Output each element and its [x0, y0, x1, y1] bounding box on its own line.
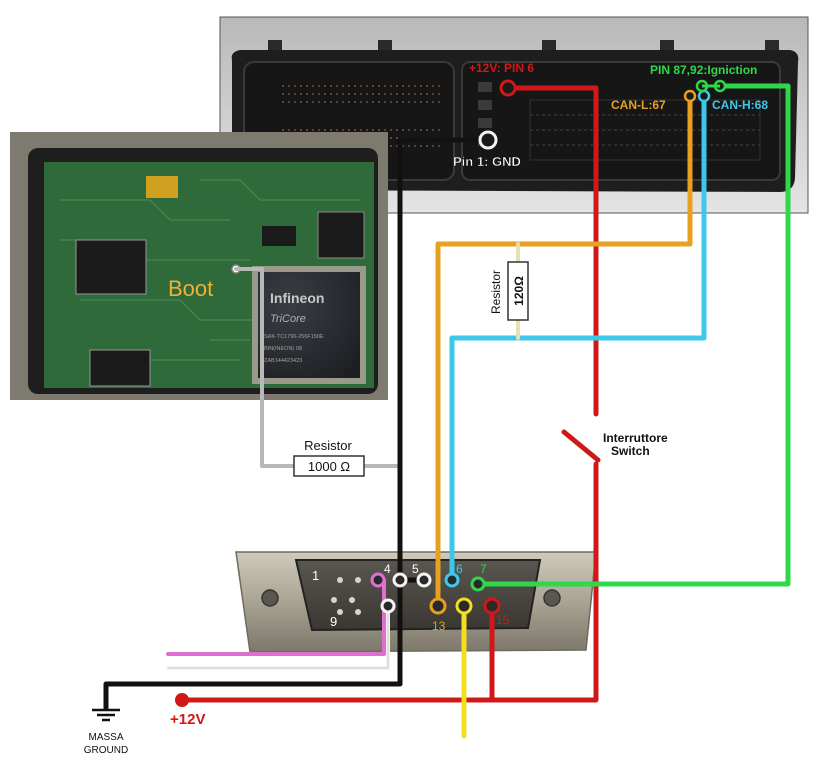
- ecu-pin1-marker: [478, 130, 498, 150]
- ecu-pin67-marker: [683, 89, 697, 103]
- ground-label-en: GROUND: [84, 745, 128, 756]
- switch-label-en: Switch: [611, 444, 650, 458]
- dsub-pin6-marker: [444, 572, 460, 588]
- chip-brand-text: Infineon: [270, 290, 324, 306]
- ecu-gnd-label: Pin 1: GND: [453, 154, 521, 169]
- dsub-pin5-marker: [416, 572, 432, 588]
- dsub-pin3-marker: [370, 572, 386, 588]
- pcb-chip-3: [317, 211, 365, 259]
- dsub-label-7: 7: [480, 562, 487, 576]
- ground-symbol-icon: [92, 708, 120, 722]
- boot-label: Boot: [168, 276, 213, 301]
- dsub-label-4: 4: [384, 562, 391, 576]
- pcb-chip-2: [89, 349, 151, 387]
- dsub-pin14-marker: [455, 597, 473, 615]
- plus12v-label: +12V: [170, 711, 205, 728]
- pcb-photo: Infineon TriCore SAK-TC1796-256F150E BIN…: [10, 132, 388, 400]
- pcb-small-chip: [262, 226, 296, 246]
- dsub-pin-markers: [370, 572, 501, 615]
- dsub-pin11-marker: [380, 598, 396, 614]
- resistor-1000: 1000 Ω Resistor: [293, 438, 365, 477]
- dsub-label-9: 9: [330, 614, 337, 629]
- resistor-1000-label: Resistor: [304, 438, 352, 453]
- infineon-tricore-chip: Infineon TriCore SAK-TC1796-256F150E BIN…: [252, 266, 366, 384]
- resistor-120: 120Ω Resistor: [489, 261, 529, 321]
- ecu-pin6-marker: [499, 79, 517, 97]
- ecu-pin68-marker: [697, 89, 711, 103]
- wire-12v-red-lower: [179, 461, 599, 703]
- dsub-label-6: 6: [456, 562, 463, 576]
- ecu-pin-markers: [478, 79, 727, 150]
- dsub-pin4-marker: [392, 572, 408, 588]
- wire-can-l-orange: [435, 93, 693, 607]
- resistor-1000-value: 1000 Ω: [308, 459, 351, 474]
- ground-label-it: MASSA: [88, 732, 123, 743]
- dsub-label-1: 1: [312, 568, 319, 583]
- dsub-label-5: 5: [412, 562, 419, 576]
- switch-label-it: Interruttore: [603, 431, 668, 445]
- wire-ignition-green: [475, 83, 791, 587]
- dsub-pin13-marker: [429, 597, 447, 615]
- ecu-can-l-label: CAN-L:67: [611, 98, 666, 112]
- chip-line-2: BIN(INEON) 08: [264, 346, 302, 352]
- ecu-12v-label: +12V: PIN 6: [469, 61, 534, 75]
- wire-can-h-cyan: [449, 93, 707, 583]
- wire-12v-red: [505, 85, 599, 417]
- chip-line-3: ZAB144423423: [264, 358, 302, 364]
- dsub-screw-left: [261, 589, 279, 607]
- dsub-label-13: 13: [432, 619, 446, 633]
- resistor-120-value: 120Ω: [512, 276, 526, 306]
- wires: [103, 83, 791, 739]
- ecu-ignition-label: PIN 87,92:Igniction: [650, 63, 757, 77]
- resistor-120-label: Resistor: [489, 270, 503, 314]
- wire-gnd-black: [103, 137, 491, 711]
- chip-model-text: TriCore: [270, 313, 306, 325]
- ecu-can-h-label: CAN-H:68: [712, 98, 768, 112]
- dsub-pin-numbers: 1 4 5 6 7 9 13 15: [312, 562, 510, 633]
- dsub-pin7-marker: [470, 576, 486, 592]
- dsub-pin15-marker: [483, 597, 501, 615]
- plus12v-terminal: [175, 693, 189, 707]
- switch-blade: [561, 429, 601, 463]
- pcb-capacitor: [146, 176, 178, 198]
- chip-line-1: SAK-TC1796-256F150E: [264, 334, 324, 340]
- pcb-chip-1: [75, 239, 147, 295]
- wire-boot-grey: [234, 267, 400, 468]
- dsub-label-15: 15: [496, 613, 510, 627]
- dsub-screw-right: [543, 589, 561, 607]
